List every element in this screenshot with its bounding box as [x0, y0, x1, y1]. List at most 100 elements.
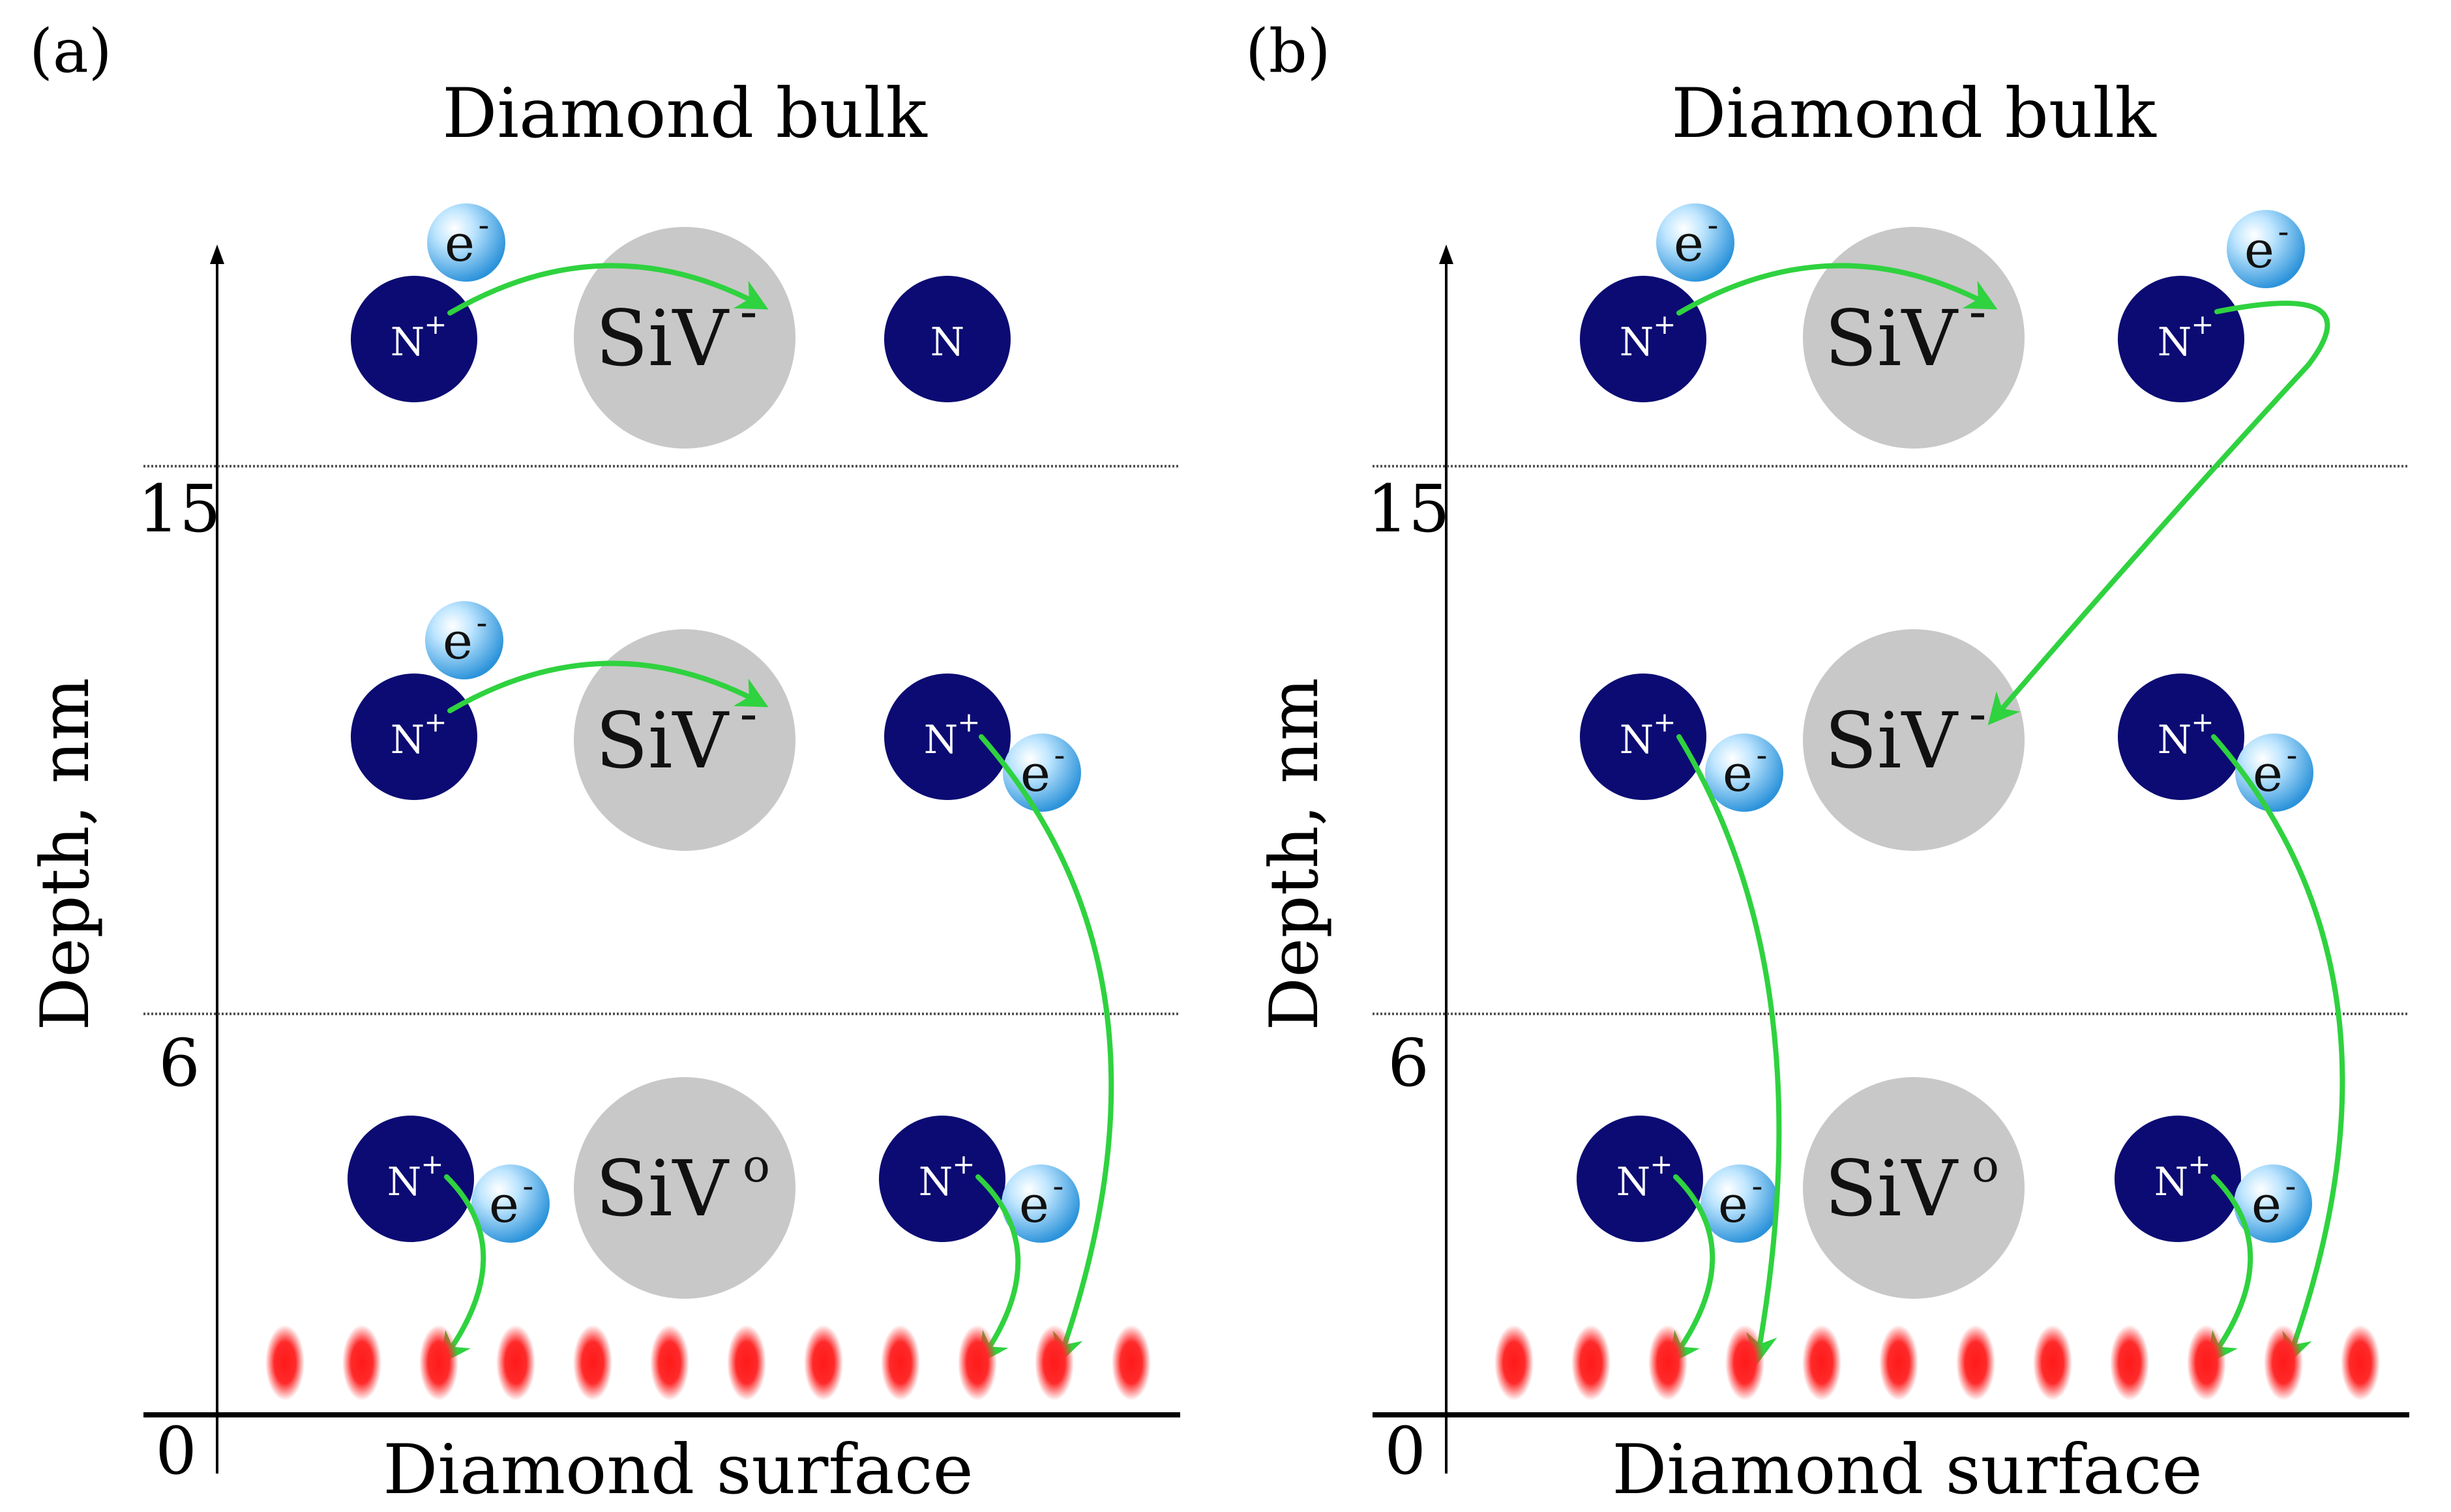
- svg-text:e: e: [2244, 221, 2274, 280]
- svg-text:-: -: [1053, 1167, 1064, 1205]
- bottom-title: Diamond surface: [1612, 1430, 2202, 1509]
- surface-trap: [1112, 1325, 1151, 1401]
- panel-b: (b) Diamond bulk Diamond surface Depth, …: [1245, 16, 2409, 1509]
- svg-text:N: N: [391, 717, 425, 763]
- svg-text:N: N: [1620, 319, 1654, 365]
- nitrogen-donor: N +: [1580, 276, 1706, 402]
- nitrogen-donor: N +: [879, 1116, 1005, 1242]
- tick-15: 15: [1367, 471, 1449, 547]
- svg-text:e: e: [489, 1176, 519, 1234]
- surface-trap: [1802, 1325, 1841, 1401]
- svg-text:-: -: [1757, 736, 1768, 774]
- svg-text:-: -: [739, 281, 757, 342]
- surface-trap: [1494, 1325, 1534, 1401]
- tick-6: 6: [1388, 1025, 1429, 1101]
- nitrogen-donor: N +: [2118, 674, 2244, 800]
- nitrogen-donor: N +: [351, 276, 477, 402]
- svg-text:N: N: [2158, 717, 2192, 763]
- svg-text:+: +: [1650, 1148, 1672, 1180]
- surface-trap: [2264, 1325, 2303, 1401]
- svg-text:-: -: [477, 604, 488, 642]
- svg-text:-: -: [2287, 736, 2298, 774]
- svg-text:e: e: [443, 612, 473, 671]
- svg-text:-: -: [1054, 736, 1065, 774]
- electron: e -: [1002, 1164, 1080, 1243]
- electron: e -: [471, 1164, 550, 1243]
- svg-text:-: -: [1968, 281, 1986, 342]
- transfer-arrow: [2211, 734, 2345, 1366]
- surface-trap: [573, 1325, 612, 1401]
- svg-text:-: -: [1708, 206, 1719, 244]
- nitrogen-donor: N +: [2118, 276, 2244, 402]
- surface-traps: [265, 1325, 1151, 1401]
- svg-text:N: N: [924, 717, 958, 763]
- electron: e -: [427, 203, 505, 282]
- svg-text:N: N: [2158, 319, 2192, 365]
- transfer-arrow: [1987, 301, 2330, 726]
- svg-text:SiV: SiV: [1824, 293, 1959, 383]
- surface-trap: [1879, 1325, 1918, 1401]
- svg-text:N: N: [2154, 1159, 2189, 1205]
- surface-trap: [265, 1325, 305, 1401]
- y-axis-label: Depth, nm: [1256, 677, 1333, 1030]
- y-axis-label: Depth, nm: [27, 677, 104, 1030]
- electron: e -: [1701, 1164, 1779, 1243]
- transfer-arrow: [447, 263, 769, 316]
- surface-trap: [496, 1325, 535, 1401]
- surface-trap: [2033, 1325, 2072, 1401]
- surface-trap: [1648, 1325, 1687, 1401]
- surface-trap: [419, 1325, 458, 1401]
- transfer-arrow: [439, 1174, 486, 1365]
- svg-text:e: e: [445, 215, 475, 273]
- nitrogen-donor: N +: [1580, 674, 1706, 800]
- svg-text:N: N: [919, 1159, 953, 1205]
- svg-text:-: -: [523, 1167, 534, 1205]
- surface-trap: [342, 1325, 381, 1401]
- bottom-title: Diamond surface: [383, 1430, 973, 1509]
- tick-6: 6: [158, 1025, 200, 1101]
- surface-trap: [1571, 1325, 1611, 1401]
- nitrogen-donor: N +: [351, 674, 477, 800]
- transfer-arrow: [1676, 263, 1998, 316]
- electron: e -: [1003, 734, 1081, 812]
- surface-trap: [1956, 1325, 1995, 1401]
- svg-text:-: -: [2278, 213, 2289, 250]
- nitrogen-donor: N +: [348, 1116, 474, 1242]
- surface-trap: [650, 1325, 689, 1401]
- svg-text:SiV: SiV: [595, 696, 730, 786]
- surface-trap: [958, 1325, 997, 1401]
- y-axis-arrow: [1439, 245, 1453, 264]
- svg-text:+: +: [421, 1148, 443, 1180]
- siv-center: SiV -: [1803, 629, 2025, 851]
- svg-text:SiV: SiV: [595, 1144, 730, 1234]
- panel-a: (a) Diamond bulk Diamond surface Depth, …: [27, 16, 1180, 1509]
- svg-text:+: +: [2191, 706, 2214, 738]
- svg-text:+: +: [424, 706, 447, 738]
- top-title: Diamond bulk: [442, 74, 928, 153]
- panel-label: (b): [1245, 16, 1331, 86]
- svg-text:SiV: SiV: [1824, 1144, 1959, 1234]
- svg-text:+: +: [1653, 308, 1676, 340]
- svg-text:N: N: [387, 1159, 422, 1205]
- surface-trap: [2341, 1325, 2380, 1401]
- tick-15: 15: [138, 471, 220, 547]
- svg-text:+: +: [2188, 1148, 2210, 1180]
- surface-trap: [804, 1325, 843, 1401]
- surface-trap: [727, 1325, 766, 1401]
- nitrogen-donor: N +: [1577, 1116, 1703, 1242]
- tick-0: 0: [1384, 1413, 1426, 1489]
- svg-text:N: N: [1620, 717, 1654, 763]
- surface-trap: [1725, 1325, 1764, 1401]
- panel-label: (a): [29, 16, 112, 86]
- svg-text:e: e: [1674, 215, 1704, 273]
- nitrogen-donor: N: [884, 276, 1011, 402]
- transfer-arrow: [447, 660, 769, 713]
- electron: e -: [2227, 210, 2305, 288]
- surface-trap: [881, 1325, 920, 1401]
- surface-traps: [1494, 1325, 2380, 1401]
- svg-text:e: e: [2251, 1176, 2281, 1234]
- siv-center: SiV o: [574, 1077, 795, 1299]
- svg-text:-: -: [2285, 1167, 2296, 1205]
- tick-0: 0: [155, 1413, 197, 1489]
